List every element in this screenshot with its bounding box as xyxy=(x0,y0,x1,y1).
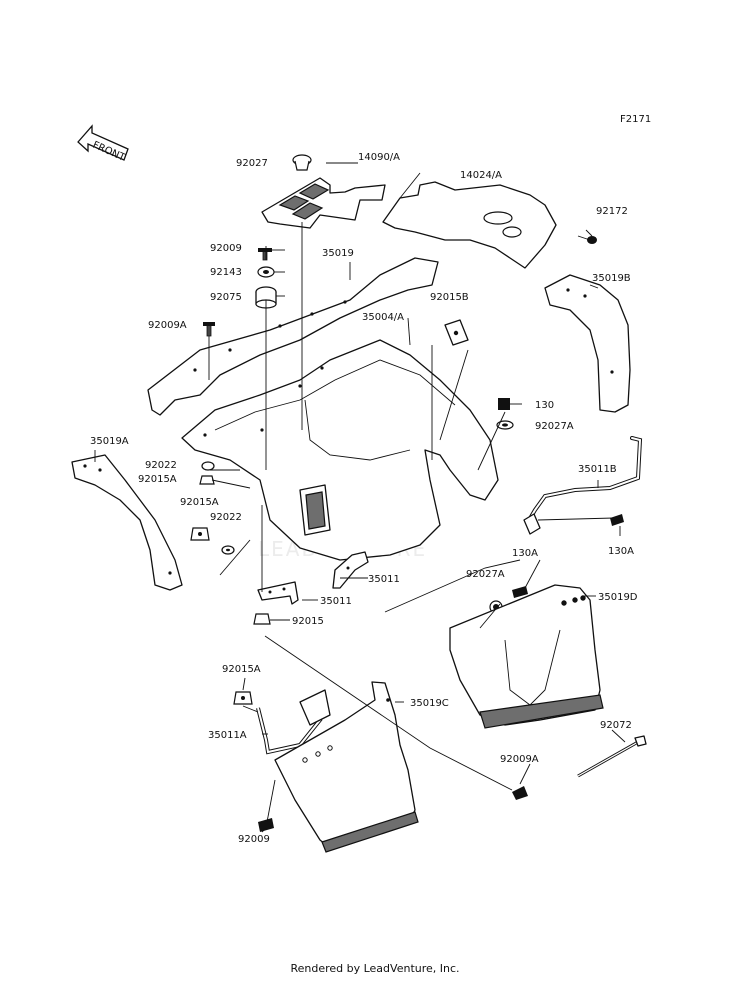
part-92009A-screw-left xyxy=(203,322,215,337)
part-35011B-rod xyxy=(523,436,643,535)
label-92015B: 92015B xyxy=(430,292,469,303)
part-92075-damper xyxy=(255,286,277,309)
part-92027A-grommet-right xyxy=(496,420,514,430)
part-35019A-flap xyxy=(71,454,183,591)
part-35004A-fender xyxy=(181,339,499,561)
label-35019: 35019 xyxy=(322,248,354,259)
label-92075: 92075 xyxy=(210,292,242,303)
part-92027-grommet xyxy=(292,154,312,171)
label-14090A: 14090/A xyxy=(358,152,400,163)
label-92009A-low: 92009A xyxy=(500,754,539,765)
label-14024A: 14024/A xyxy=(460,170,502,181)
label-92027A-mid: 92027A xyxy=(466,569,505,580)
leader-lines xyxy=(94,162,626,833)
part-92015A-nut-mid xyxy=(190,527,210,541)
label-92172: 92172 xyxy=(596,206,628,217)
part-92009-screw-low xyxy=(258,818,274,832)
label-92027A-right: 92027A xyxy=(535,421,574,432)
label-92143: 92143 xyxy=(210,267,242,278)
part-92009-screw-top xyxy=(258,248,272,261)
label-35011B: 35011B xyxy=(578,464,617,475)
part-92015-nut xyxy=(253,613,271,625)
label-35004A: 35004/A xyxy=(362,312,404,323)
part-14024A-console xyxy=(382,181,557,269)
callout-labels: 92027 14090/A 14024/A 92172 92009 35019 … xyxy=(90,152,638,845)
label-35019D: 35019D xyxy=(598,592,638,603)
label-92009A-left: 92009A xyxy=(148,320,187,331)
label-35011A: 35011A xyxy=(208,730,247,741)
part-35019B-flap xyxy=(544,274,631,413)
part-92015A-nut-low xyxy=(233,691,253,705)
label-92015A-top: 92015A xyxy=(138,474,177,485)
label-130: 130 xyxy=(535,400,554,411)
part-35019D-mudflap xyxy=(449,584,604,729)
front-arrow-icon: FRONT xyxy=(77,124,129,164)
part-92022-washer-mid xyxy=(221,545,235,555)
part-35011A-bracket xyxy=(256,689,331,755)
label-35019A: 35019A xyxy=(90,436,129,447)
label-92015A-low: 92015A xyxy=(222,664,261,675)
label-130A-right: 130A xyxy=(608,546,634,557)
label-35011-mid: 35011 xyxy=(368,574,400,585)
label-92015: 92015 xyxy=(292,616,324,627)
label-92027: 92027 xyxy=(236,158,268,169)
part-92022-washer-top xyxy=(201,461,215,471)
part-92143-collar xyxy=(257,266,275,278)
part-92015B-clip xyxy=(444,319,469,346)
part-35011-bracket-low xyxy=(257,581,299,605)
footer-credit: Rendered by LeadVenture, Inc. xyxy=(290,962,460,975)
part-92072-cable-tie xyxy=(577,735,647,778)
part-130A-bolt-right xyxy=(610,514,624,526)
label-92015A-mid: 92015A xyxy=(180,497,219,508)
label-92009-top: 92009 xyxy=(210,243,242,254)
part-130A-bolt-mid xyxy=(512,586,528,598)
part-35011-bracket-mid xyxy=(332,551,369,589)
part-14090A-cover xyxy=(261,177,386,229)
label-92022-top: 92022 xyxy=(145,460,177,471)
diagram-code: F2171 xyxy=(620,114,651,125)
part-35019C-mudflap xyxy=(274,681,419,853)
part-92009A-screw-low xyxy=(512,786,528,800)
label-35019B: 35019B xyxy=(592,273,631,284)
label-92072: 92072 xyxy=(600,720,632,731)
label-130A-mid: 130A xyxy=(512,548,538,559)
label-92009-low: 92009 xyxy=(238,834,270,845)
part-35019-flap xyxy=(147,257,439,416)
label-35019C: 35019C xyxy=(410,698,449,709)
part-92172-screw xyxy=(577,235,597,244)
label-92022-mid: 92022 xyxy=(210,512,242,523)
label-35011-low: 35011 xyxy=(320,596,352,607)
part-130-bolt xyxy=(498,398,522,410)
part-92015A-nut-top xyxy=(199,475,215,485)
